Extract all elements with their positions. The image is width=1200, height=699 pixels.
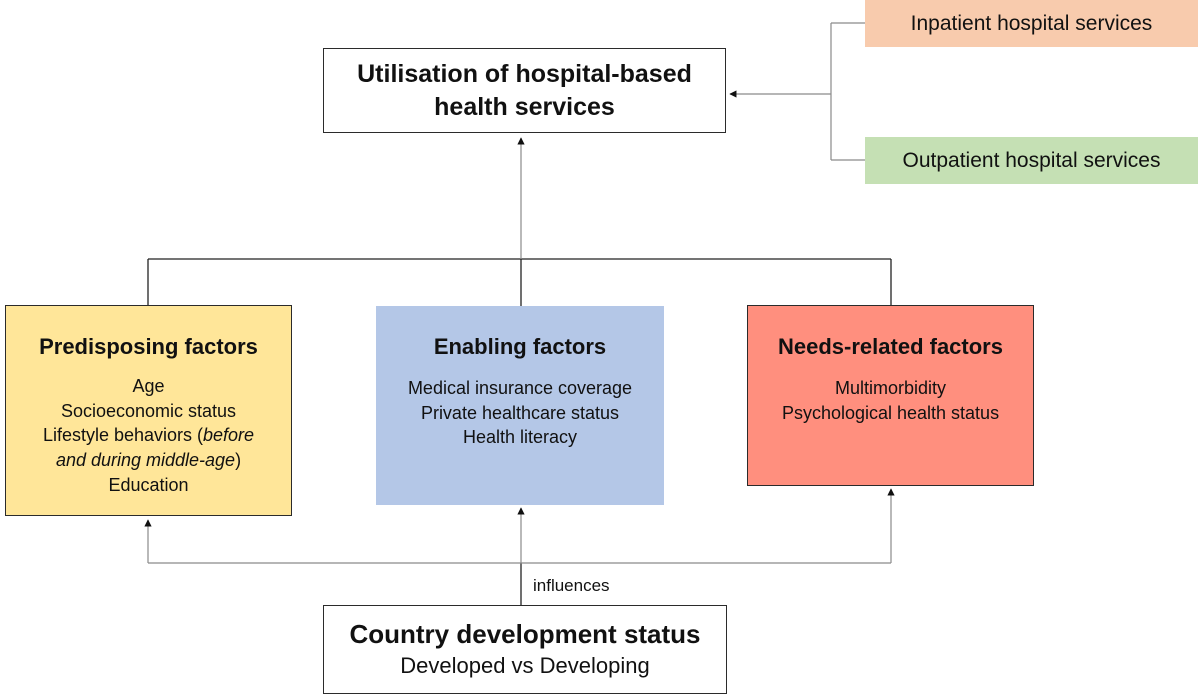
enabling-item-literacy: Health literacy (462, 427, 578, 448)
lifestyle-text-a: Lifestyle behaviors ( (42, 425, 204, 446)
lifestyle-text-c: and during middle-age (55, 450, 236, 471)
predisposing-factors-box: Predisposing factors Age Socioeconomic s… (5, 305, 292, 516)
utilisation-box: Utilisation of hospital-based health ser… (323, 48, 726, 133)
predisposing-item-lifestyle-cont: and during middle-age) (56, 448, 241, 473)
inpatient-services-box: Inpatient hospital services (865, 0, 1198, 47)
needs-item-multimorbidity: Multimorbidity (834, 377, 947, 398)
lifestyle-text-d: ) (235, 450, 242, 471)
enabling-item-insurance: Medical insurance coverage (407, 377, 633, 398)
inpatient-services-label: Inpatient hospital services (910, 11, 1153, 35)
country-development-box: Country development status Developed vs … (323, 605, 727, 694)
influences-label: influences (533, 576, 610, 595)
predisposing-item-age: Age (132, 375, 165, 396)
country-title: Country development status (349, 619, 701, 650)
predisposing-item-lifestyle: Lifestyle behaviors (before (43, 423, 254, 448)
predisposing-title: Predisposing factors (39, 334, 258, 359)
predisposing-item-ses: Socioeconomic status (60, 400, 237, 421)
needs-list: Multimorbidity Psychological health stat… (782, 376, 999, 426)
services-connector (729, 22, 865, 161)
country-subtitle: Developed vs Developing (400, 653, 650, 679)
enabling-item-private: Private healthcare status (420, 402, 620, 423)
predisposing-list: Age Socioeconomic status Lifestyle behav… (43, 374, 254, 498)
outpatient-services-box: Outpatient hospital services (865, 137, 1198, 184)
enabling-title: Enabling factors (433, 334, 607, 359)
enabling-factors-box: Enabling factors Medical insurance cover… (376, 306, 664, 505)
needs-item-psych: Psychological health status (781, 402, 1000, 423)
factors-to-utilisation-connector (147, 137, 892, 306)
utilisation-title-line1: Utilisation of hospital-based (357, 59, 692, 88)
needs-title: Needs-related factors (778, 334, 1003, 359)
enabling-list: Medical insurance coverage Private healt… (408, 376, 632, 450)
utilisation-title-line2: health services (434, 92, 615, 121)
country-influence-connector (144, 488, 895, 605)
predisposing-item-education: Education (108, 475, 189, 495)
outpatient-services-label: Outpatient hospital services (902, 148, 1161, 172)
needs-related-factors-box: Needs-related factors Multimorbidity Psy… (747, 305, 1034, 486)
lifestyle-text-b: before (203, 425, 255, 446)
